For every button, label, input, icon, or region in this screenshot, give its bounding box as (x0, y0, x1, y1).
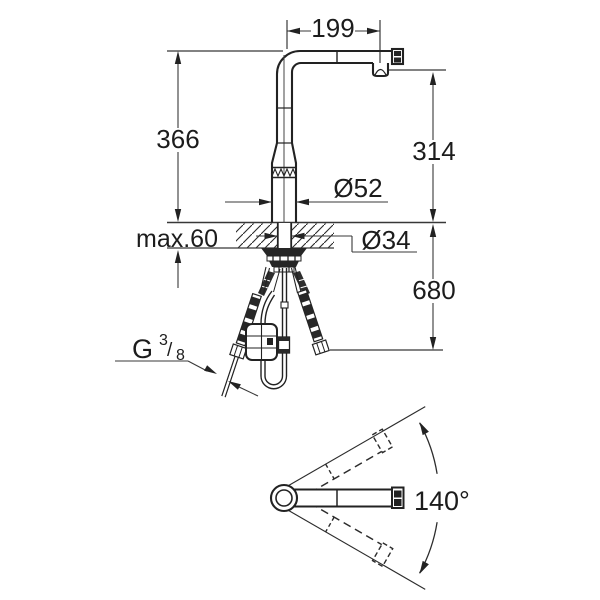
swivel-position-upper (288, 406, 426, 501)
pullout-hose (260, 268, 291, 390)
dim-max-deck-label: max.60 (136, 225, 218, 253)
spout-end-cap (390, 47, 405, 66)
thread-denominator: 8 (176, 347, 185, 364)
g38-thread-rod (221, 356, 236, 397)
thread-label: G 3 / 8 (132, 332, 185, 364)
dim-height-label: 366 (156, 124, 199, 154)
hose-weight (245, 323, 278, 361)
side-view: 199 366 314 680 Ø52 Ø34 max.60 G 3 / 8 (115, 13, 456, 398)
supply-hose-right (290, 266, 330, 356)
base-circle (269, 483, 299, 513)
dim-spout-reach-label: 199 (311, 13, 354, 43)
dim-supply-length-label: 680 (412, 275, 455, 305)
end-cap-knurl (394, 51, 401, 63)
swivel-angle-label: 140° (414, 486, 470, 516)
thread-numerator: 3 (159, 332, 168, 349)
dimension-arrows (174, 27, 437, 390)
swivel-position-lower (288, 495, 426, 590)
dim-hole-diameter-label: Ø34 (361, 225, 410, 255)
decorative-band (271, 166, 297, 179)
faucet-outline (270, 47, 405, 247)
mounting-shank (276, 222, 293, 248)
swivel-arc-arrows (419, 422, 429, 574)
bottom-view: 140° (269, 406, 470, 590)
spout-plan (289, 486, 405, 509)
under-counter-assembly (221, 248, 330, 398)
thread-slash: / (167, 340, 173, 361)
thread-prefix: G (132, 334, 153, 364)
dim-outlet-height-label: 314 (412, 136, 455, 166)
outlet-mousseur (371, 63, 390, 78)
dim-body-diameter-label: Ø52 (333, 173, 382, 203)
